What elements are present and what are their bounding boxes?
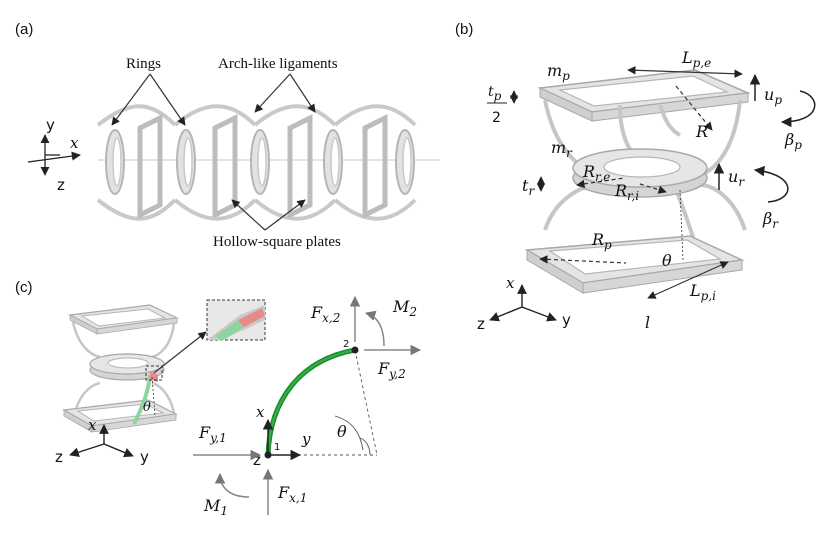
c-force-arrows <box>193 295 422 515</box>
panel-c-label: (c) <box>15 279 33 296</box>
c-beam-axis-z: z <box>253 451 261 469</box>
b-tr: tr <box>522 176 535 198</box>
middle-ring <box>572 148 708 198</box>
panel-a-axes: y x z <box>27 116 81 194</box>
c-axis-y: y <box>140 448 149 466</box>
b-tp-over-2: tp 2 <box>487 84 507 126</box>
b-Rre: Rr,e <box>582 162 610 184</box>
c-beam-axis-x: x <box>256 403 265 421</box>
c-Fy1: Fy,1 <box>198 423 227 445</box>
panel-b-label: (b) <box>455 21 473 38</box>
b-Rp: Rp <box>591 230 612 252</box>
c-Fx2: Fx,2 <box>310 303 340 325</box>
c-highlighted-joint <box>150 371 158 382</box>
bottom-plate <box>524 235 745 294</box>
c-beam-element <box>262 346 378 461</box>
b-beta-p: βp <box>784 130 802 152</box>
b-load-arrows <box>713 73 816 203</box>
b-Lpi: Lp,i <box>689 281 716 303</box>
svg-text:2: 2 <box>492 110 501 126</box>
c-node-2 <box>351 346 359 354</box>
c-zoom-box <box>145 365 163 381</box>
b-axis-x: x <box>506 274 515 292</box>
c-axis-z: z <box>55 448 63 466</box>
a-axis-x: x <box>70 134 79 152</box>
c-node-1 <box>264 451 272 459</box>
panel-a-label: (a) <box>15 21 33 38</box>
c-theta: θ <box>337 422 347 441</box>
a-plates-label: Hollow-square plates <box>213 234 341 250</box>
b-R: R <box>695 122 708 141</box>
b-up: up <box>764 85 782 107</box>
c-small-theta: θ <box>143 400 151 415</box>
c-unit-cell: θ <box>62 304 207 433</box>
b-Rri: Rr,i <box>614 181 639 203</box>
c-Fy2: Fy,2 <box>377 359 406 381</box>
c-zoom-inset <box>206 299 266 341</box>
c-M2: M2 <box>392 297 417 319</box>
panel-c-small-axes <box>69 424 134 458</box>
svg-text:tp: tp <box>488 84 502 103</box>
b-dimension-lines <box>509 66 743 299</box>
b-Lpe: Lp,e <box>681 48 711 70</box>
b-theta: θ <box>662 251 672 270</box>
a-ligaments-label: Arch-like ligaments <box>218 56 338 72</box>
c-node-2-label: 2 <box>343 339 349 350</box>
b-axis-y: y <box>562 311 571 329</box>
a-axis-y: y <box>46 116 55 134</box>
c-node-1-label: 1 <box>274 442 280 453</box>
b-mp: mp <box>547 61 570 83</box>
b-ur: ur <box>728 167 745 189</box>
a-rings-label: Rings <box>126 56 161 72</box>
c-axis-x: x <box>88 416 97 434</box>
ring-holes <box>112 137 412 187</box>
top-plate <box>537 69 751 122</box>
panel-a: (a) y x z <box>15 21 440 250</box>
a-axis-z: z <box>57 176 65 194</box>
b-l: l <box>645 313 650 332</box>
c-Fx1: Fx,1 <box>277 483 307 505</box>
panel-b: (b) <box>455 21 816 333</box>
panel-b-axes <box>489 284 557 322</box>
panel-c: (c) θ <box>15 279 422 518</box>
b-beta-r: βr <box>762 209 779 231</box>
c-beam-axis-y: y <box>301 430 311 448</box>
c-M1: M1 <box>203 496 228 518</box>
b-axis-z: z <box>477 315 485 333</box>
b-mr: mr <box>551 138 573 160</box>
